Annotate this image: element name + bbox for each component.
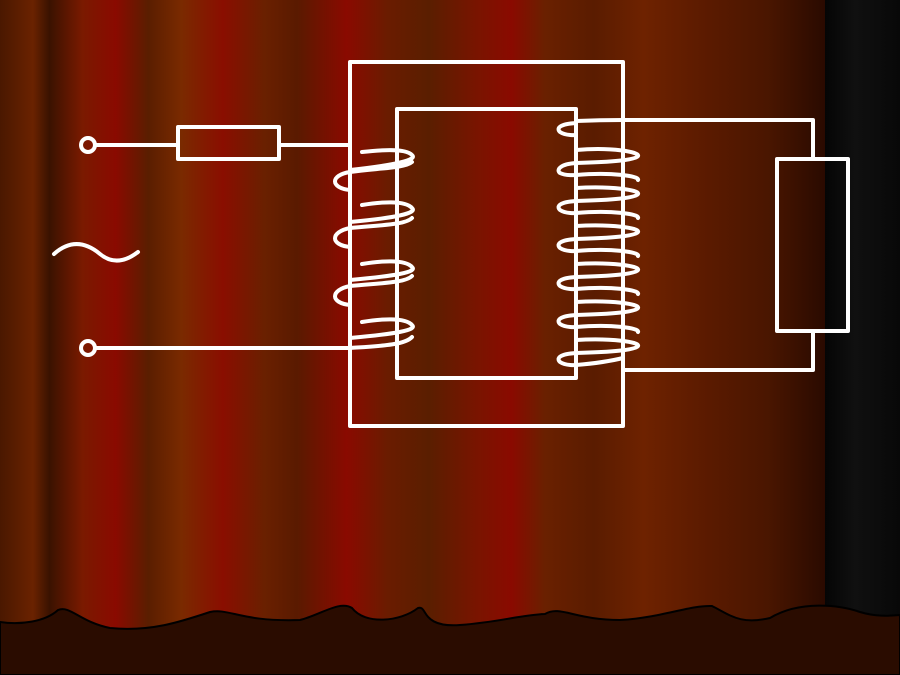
wire-output-bottom	[621, 329, 815, 372]
load-label-char	[792, 281, 822, 330]
fuse-symbol	[176, 125, 281, 161]
load-label-char	[792, 183, 822, 232]
core-outer	[348, 60, 625, 428]
fuse-label	[166, 187, 274, 213]
load-label	[792, 183, 822, 330]
primary-coil	[333, 148, 415, 350]
wire-output-top	[621, 118, 815, 161]
secondary-coil	[556, 118, 641, 368]
core-window	[395, 107, 578, 380]
load-box	[775, 157, 850, 333]
black-edge	[825, 0, 900, 675]
input-terminal-bottom	[79, 339, 97, 357]
ac-source-icon	[52, 242, 140, 263]
load-label-char	[792, 232, 822, 281]
input-terminal-top	[79, 136, 97, 154]
floor-shape	[0, 604, 900, 675]
